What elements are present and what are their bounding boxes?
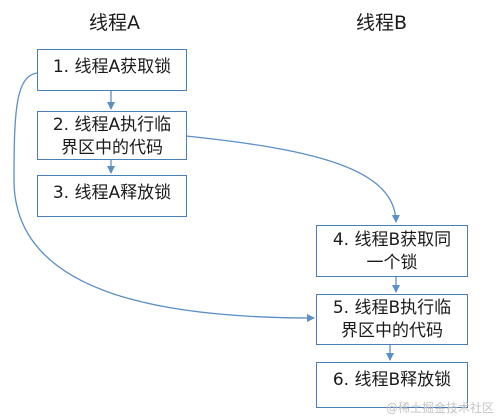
step-3-box: 3. 线程A释放锁 [37, 175, 187, 217]
step-4-box: 4. 线程B获取同一个锁 [316, 225, 468, 277]
step-4-label: 4. 线程B获取同一个锁 [332, 230, 452, 273]
step-3-label: 3. 线程A释放锁 [52, 183, 172, 203]
watermark: @稀土掘金技术社区 [385, 401, 494, 415]
step-6-box: 6. 线程B释放锁 [316, 362, 468, 408]
step-6-label: 6. 线程B释放锁 [332, 370, 452, 390]
step-2-box: 2. 线程A执行临界区中的代码 [37, 111, 187, 160]
arrow-step2-to-step4 [185, 135, 400, 223]
arrow-step1-to-step5 [13, 72, 315, 322]
step-5-box: 5. 线程B执行临界区中的代码 [316, 294, 468, 345]
step-1-label: 1. 线程A获取锁 [52, 57, 172, 77]
step-5-label: 5. 线程B执行临界区中的代码 [332, 298, 452, 341]
step-1-box: 1. 线程A获取锁 [37, 49, 187, 91]
column-title-thread-a: 线程A [89, 12, 140, 34]
step-2-label: 2. 线程A执行临界区中的代码 [52, 115, 172, 158]
column-title-thread-b: 线程B [356, 12, 408, 34]
